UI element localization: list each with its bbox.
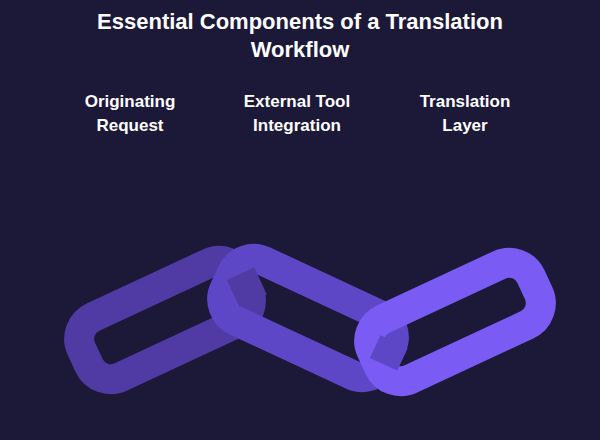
chain-link-segment (241, 274, 254, 301)
component-label: Originating Request (65, 90, 195, 138)
chain-link-ring (361, 255, 548, 389)
component-label: External Tool Integration (232, 90, 362, 138)
diagram-title: Essential Components of a Translation Wo… (0, 8, 600, 64)
chain-link (361, 255, 548, 389)
chain-link-segment (384, 342, 395, 365)
chain-link-overlap (384, 342, 395, 365)
component-label: Translation Layer (400, 90, 530, 138)
chain-link-overlap (241, 274, 254, 301)
